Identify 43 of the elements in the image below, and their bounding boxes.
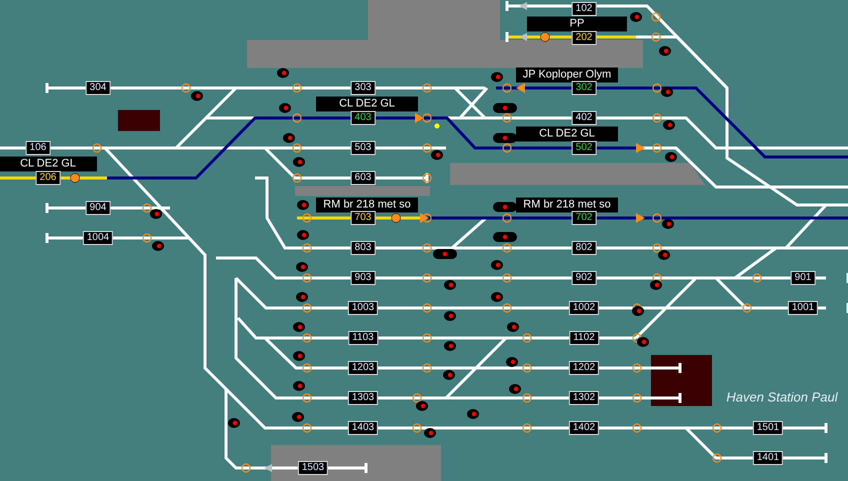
- station-name: Haven Station Paul: [726, 390, 838, 404]
- track-number-label: 1203: [348, 361, 378, 375]
- track-number-label: 904: [86, 201, 110, 215]
- track-number-label: 502: [572, 141, 596, 155]
- track-number-label: 803: [350, 241, 376, 255]
- track-number-label: 1103: [348, 331, 378, 345]
- train-description-label: CL DE2 GL: [516, 126, 618, 142]
- track-number-label: 1503: [298, 461, 328, 475]
- track-number-label: 1001: [788, 301, 818, 315]
- track-number-label: 206: [36, 171, 60, 185]
- track-number-label: 403: [350, 111, 376, 125]
- track-number-label: 402: [572, 111, 596, 125]
- track-number-label: 302: [572, 81, 596, 95]
- train-description-label: PP: [527, 16, 627, 32]
- track-number-label: 1004: [82, 231, 114, 245]
- track-number-label: 1403: [348, 421, 378, 435]
- train-description-label: JP Koploper Olym: [516, 68, 618, 82]
- train-description-label: RM br 218 met so: [516, 198, 618, 212]
- track-number-label: 702: [572, 211, 596, 225]
- track-number-label: 802: [572, 241, 596, 255]
- train-description-label: CL DE2 GL: [0, 156, 97, 172]
- track-number-label: 106: [26, 141, 50, 155]
- train-description-label: RM br 218 met so: [316, 198, 418, 212]
- track-number-label: 901: [790, 271, 816, 285]
- track-number-label: 1202: [568, 361, 600, 375]
- track-number-label: 902: [572, 271, 596, 285]
- track-number-label: 603: [350, 171, 376, 185]
- track-number-label: 1102: [569, 331, 599, 345]
- track-number-label: 1303: [348, 391, 378, 405]
- track-number-label: 1402: [568, 421, 600, 435]
- track-number-label: 303: [350, 81, 376, 95]
- track-number-label: 903: [350, 271, 376, 285]
- track-number-label: 304: [86, 81, 110, 95]
- track-number-label: 503: [350, 141, 376, 155]
- track-number-label: 1401: [752, 451, 784, 465]
- track-number-label: 102: [572, 2, 596, 16]
- track-number-label: 202: [572, 31, 596, 45]
- track-number-label: 1302: [568, 391, 600, 405]
- train-description-label: CL DE2 GL: [316, 96, 418, 112]
- track-number-label: 703: [350, 211, 376, 225]
- track-number-label: 1003: [348, 301, 378, 315]
- track-number-label: 1501: [752, 421, 784, 435]
- track-number-label: 1002: [568, 301, 600, 315]
